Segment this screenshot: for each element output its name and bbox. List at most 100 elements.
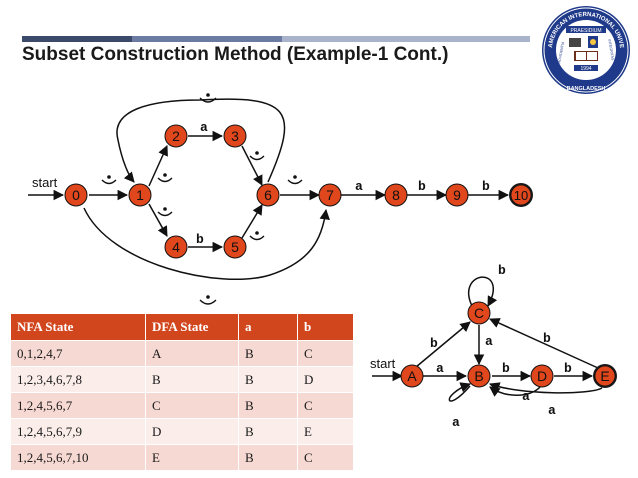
dfa-label-E-B: a (548, 403, 556, 418)
header-dfa-state: DFA State (145, 313, 239, 341)
dfa-state-C-label: C (474, 305, 484, 321)
title-bar-dark (22, 36, 132, 42)
table-row: 1,2,4,5,6,7,10 E B C (10, 444, 354, 471)
nfa-state-7-label: 7 (326, 187, 334, 203)
nfa-label-9-10: b (482, 179, 490, 194)
nfa-state-3-label: 3 (231, 128, 239, 144)
cell-nfa-state: 1,2,3,4,6,7,8 (10, 366, 146, 393)
nfa-state-8: 8 (384, 183, 408, 207)
dfa-label-B-loop: a (452, 415, 460, 430)
nfa-label-8-9: b (418, 179, 426, 194)
nfa-state-5: 5 (223, 235, 247, 259)
table-row: 1,2,4,5,6,7 C B C (10, 392, 354, 419)
dfa-label-C-loop: b (498, 263, 506, 278)
header-a: a (238, 313, 298, 341)
svg-text:INTEGRITAS: INTEGRITAS (607, 39, 615, 61)
subset-table: NFA State DFA State a b 0,1,2,4,7 A B C … (10, 313, 354, 471)
nfa-edge-3-6 (241, 145, 263, 186)
nfa-edge-5-6 (241, 204, 263, 239)
cell-dfa-state: B (145, 366, 239, 393)
table-row: 1,2,4,5,6,7,9 D B E (10, 418, 354, 445)
dfa-label-C-B: a (485, 334, 493, 349)
dfa-state-D-label: D (537, 368, 547, 384)
nfa-epsilon-dots (107, 93, 297, 299)
nfa-edge-6-1 (116, 98, 286, 183)
dfa-state-E-final: E (593, 364, 617, 388)
dfa-edge-E-B (489, 382, 603, 394)
nfa-state-4-label: 4 (172, 239, 180, 255)
dfa-edge-A-C (415, 321, 471, 368)
cell-dfa-state: C (145, 392, 239, 419)
nfa-state-9: 9 (445, 183, 469, 207)
cell-nfa-state: 1,2,4,5,6,7,9 (10, 418, 146, 445)
nfa-state-10-final: 10 (509, 183, 533, 207)
nfa-state-3: 3 (223, 124, 247, 148)
svg-text:1994: 1994 (580, 66, 591, 72)
cell-b: E (297, 418, 354, 445)
university-logo: AMERICAN INTERNATIONAL UNIVERSITY BANGLA… (540, 4, 630, 94)
nfa-label-4-5: b (196, 232, 204, 247)
slide-title: Subset Construction Method (Example-1 Co… (22, 44, 449, 65)
table-header-row: NFA State DFA State a b (10, 313, 354, 341)
nfa-label-2-3: a (200, 120, 208, 135)
dfa-state-B-label: B (474, 368, 483, 384)
dfa-label-B-D: b (502, 361, 510, 376)
cell-b: D (297, 366, 354, 393)
cell-nfa-state: 1,2,4,5,6,7,10 (10, 444, 146, 471)
nfa-state-9-label: 9 (453, 187, 461, 203)
svg-text:PRAESIDIUM: PRAESIDIUM (570, 28, 601, 34)
svg-text:PROVIDENTIA: PROVIDENTIA (557, 41, 565, 66)
cell-nfa-state: 0,1,2,4,7 (10, 340, 146, 367)
nfa-state-4: 4 (164, 235, 188, 259)
nfa-edge-0-7 (83, 207, 330, 281)
dfa-state-E-label: E (600, 368, 609, 384)
cell-dfa-state: A (145, 340, 239, 367)
dfa-label-D-E: b (564, 361, 572, 376)
dfa-label-A-C: b (430, 336, 438, 351)
dfa-state-D: D (530, 364, 554, 388)
nfa-state-2-label: 2 (172, 128, 180, 144)
dfa-label-D-B: a (522, 389, 530, 404)
title-bar-mid (132, 36, 282, 42)
dfa-label-A-B: a (436, 361, 444, 376)
cell-dfa-state: D (145, 418, 239, 445)
nfa-epsilon-marks (101, 97, 303, 305)
dfa-state-B: B (467, 364, 491, 388)
dfa-start-label: start (370, 356, 396, 371)
dfa-edge-B-loop (448, 382, 471, 402)
nfa-edge-1-2 (148, 145, 168, 187)
dfa-edge-E-C (489, 318, 599, 369)
nfa-state-8-label: 8 (392, 187, 400, 203)
cell-b: C (297, 444, 354, 471)
cell-a: B (238, 418, 298, 445)
dfa-state-A-label: A (407, 368, 417, 384)
nfa-state-7: 7 (318, 183, 342, 207)
nfa-state-10-label: 10 (514, 188, 528, 203)
nfa-state-1: 1 (128, 183, 152, 207)
svg-text:BANGLADESH: BANGLADESH (567, 86, 606, 92)
dfa-edge-C-loop (468, 276, 498, 307)
nfa-edge-1-4 (148, 203, 168, 237)
title-bar-light (282, 36, 530, 42)
nfa-state-6: 6 (256, 183, 280, 207)
cell-a: B (238, 392, 298, 419)
cell-nfa-state: 1,2,4,5,6,7 (10, 392, 146, 419)
nfa-state-1-label: 1 (136, 187, 144, 203)
dfa-state-C: C (467, 301, 491, 325)
dfa-state-A: A (400, 364, 424, 388)
cell-b: C (297, 392, 354, 419)
nfa-label-7-8: a (355, 179, 363, 194)
cell-a: B (238, 340, 298, 367)
dfa-label-E-C: b (543, 331, 551, 346)
table-row: 0,1,2,4,7 A B C (10, 340, 354, 367)
nfa-state-6-label: 6 (264, 187, 272, 203)
nfa-state-5-label: 5 (231, 239, 239, 255)
nfa-start-label: start (32, 175, 58, 190)
cell-dfa-state: E (145, 444, 239, 471)
table-row: 1,2,3,4,6,7,8 B B D (10, 366, 354, 393)
nfa-state-0-label: 0 (72, 187, 80, 203)
cell-a: B (238, 366, 298, 393)
cell-b: C (297, 340, 354, 367)
